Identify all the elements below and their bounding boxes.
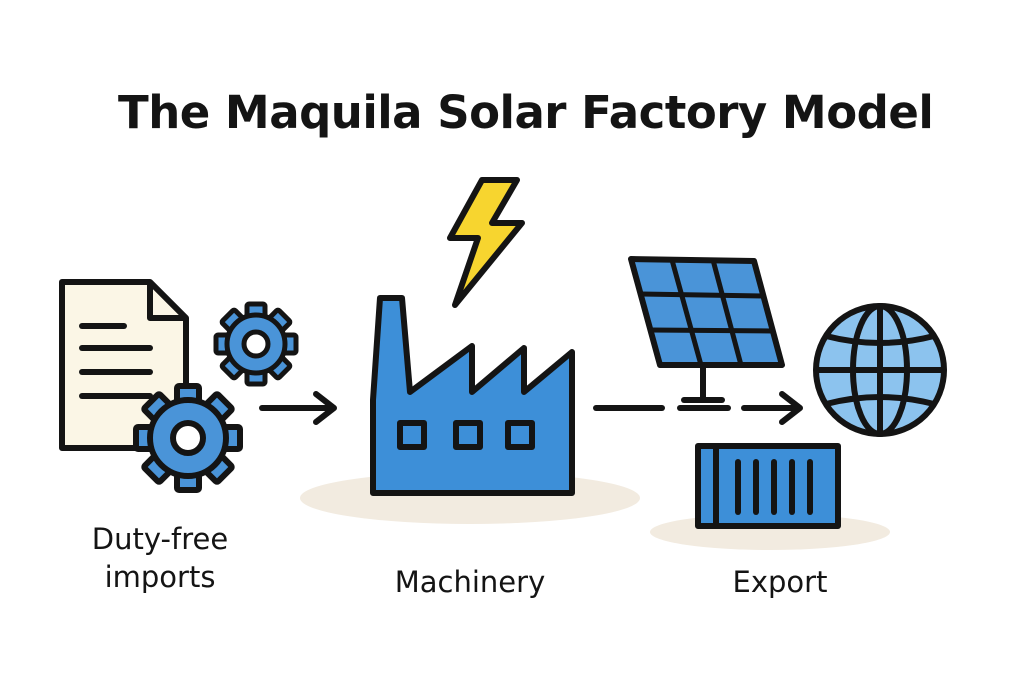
stage-label-export: Export [732,565,828,599]
stage-label-imports: Duty-free imports [60,520,260,596]
gear-icon [133,383,243,493]
stage-label-imports-line-2: imports [104,560,216,594]
gear-icon [213,301,299,387]
stage-label-imports-line-1: Duty-free [91,522,229,556]
globe-icon [813,303,947,437]
solar-panel-icon [628,256,785,403]
arrow-icon [259,391,337,425]
diagram-title: The Maquila Solar Factory Model [118,86,934,139]
factory-icon [370,295,575,496]
arrow-icon [593,391,803,425]
stage-label-machinery: Machinery [394,565,546,599]
shipping-container-icon [695,443,841,529]
lightning-bolt-icon [447,177,525,308]
